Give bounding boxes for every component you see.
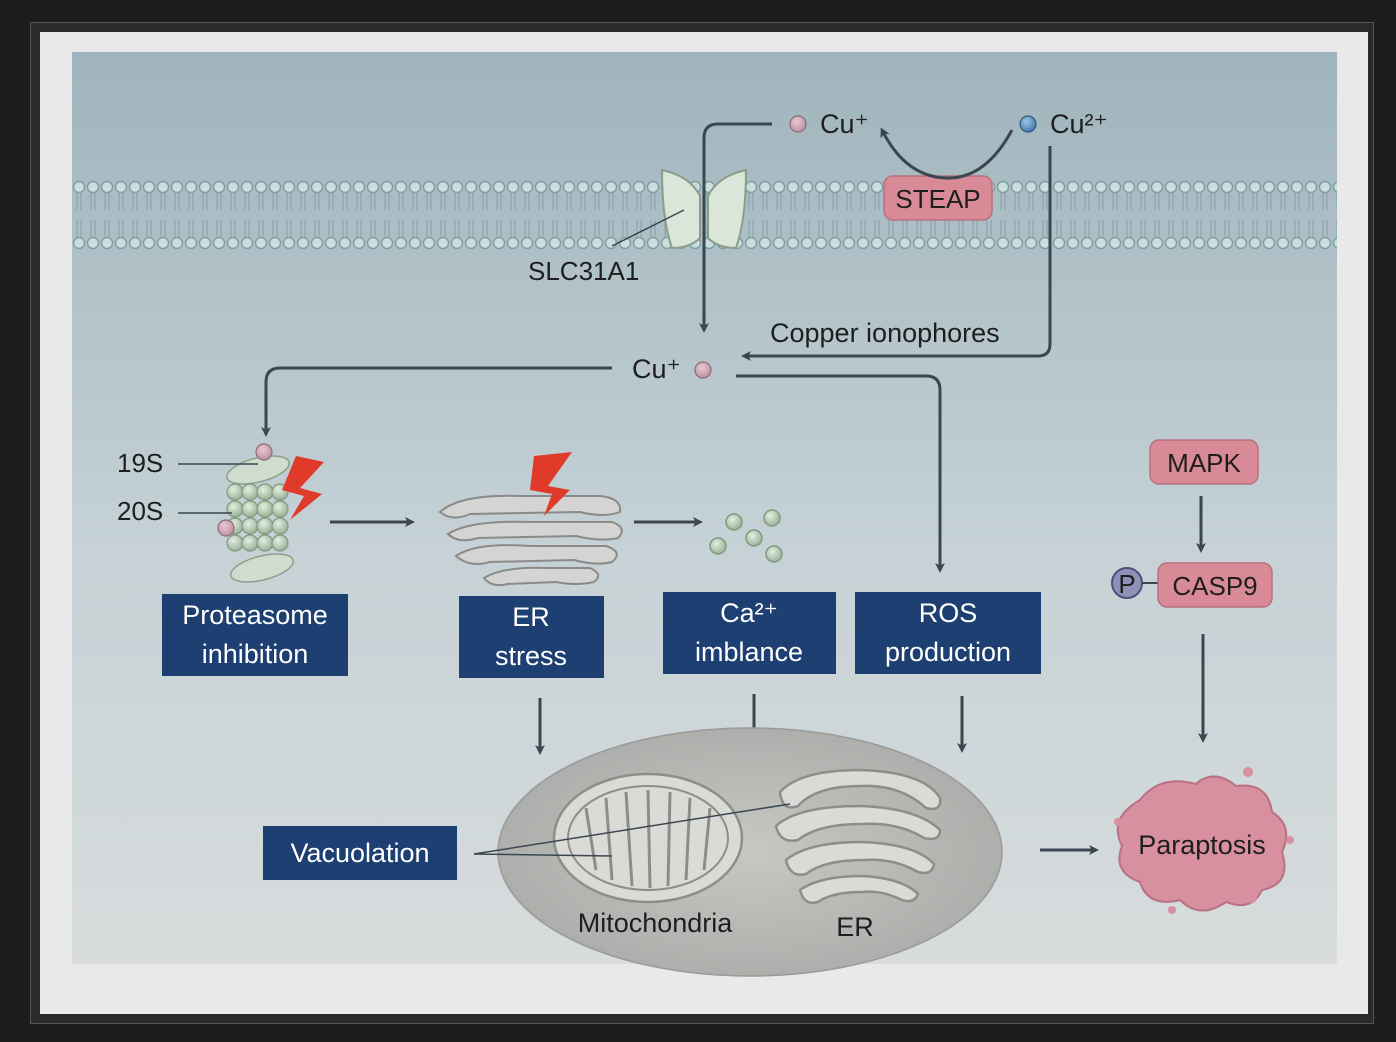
- cu-import-arrow: [699, 122, 772, 333]
- casp9-label: CASP9: [1172, 571, 1257, 601]
- cu-2plus-outside-label: Cu²⁺: [1050, 109, 1108, 139]
- proteasome-20s-label: 20S: [117, 496, 163, 526]
- ros-production-line1: ROS: [919, 598, 978, 628]
- inhibition-bolt-icon: [282, 456, 324, 520]
- cu-to-ros-arrow: [736, 374, 945, 573]
- slc31a1-pointer: [611, 209, 685, 247]
- cu-plus-outside-label: Cu⁺: [820, 109, 869, 139]
- proteasome-inhibition-line2: inhibition: [202, 639, 309, 669]
- er-label: ER: [836, 912, 874, 942]
- paraptosis-label: Paraptosis: [1138, 830, 1266, 860]
- mitochondria-label: Mitochondria: [578, 908, 734, 938]
- calcium-imbalance-line2: imblance: [695, 637, 803, 667]
- mapk-label: MAPK: [1167, 448, 1241, 478]
- cu-plus-inside-label: Cu⁺: [632, 354, 681, 384]
- vacuolation-pointer-mito: [473, 853, 613, 857]
- slc31a1-label: SLC31A1: [528, 256, 639, 286]
- calcium-ions-icon: [709, 509, 783, 563]
- casp9-box: [1157, 562, 1273, 608]
- proteasome-icon: [217, 443, 294, 583]
- proteasome-inhibition-line1: Proteasome: [182, 600, 328, 630]
- vacuolation-label: Vacuolation: [290, 838, 429, 868]
- cu-plus-ion-icon: [789, 115, 807, 133]
- calcium-imbalance-line1: Ca²⁺: [720, 598, 778, 628]
- steap-reduction-arrow: [880, 127, 1014, 180]
- phospho-label: P: [1118, 569, 1135, 599]
- er-icon: [438, 494, 623, 587]
- vacuolation-pointer-er: [473, 803, 791, 855]
- calcium-imbalance-box: [663, 592, 836, 674]
- paraptosis-cell-icon: [1114, 767, 1294, 914]
- proteasome-inhibition-box: [162, 594, 348, 676]
- er-stress-line2: stress: [495, 641, 567, 671]
- mapk-box: [1149, 439, 1259, 485]
- proteasome-19s-label: 19S: [117, 448, 163, 478]
- copper-ionophores-label: Copper ionophores: [770, 318, 1000, 348]
- slc31a1-channel: [660, 168, 748, 250]
- ros-production-line2: production: [885, 637, 1011, 667]
- ros-production-box: [855, 592, 1041, 674]
- cu-plus-inside-icon: [694, 361, 712, 379]
- cu-to-proteasome-arrow: [261, 366, 612, 437]
- mitochondria-icon: [552, 772, 744, 904]
- er-vacuolated-icon: [774, 768, 942, 904]
- ionophore-arrow: [741, 146, 1052, 361]
- er-stress-box: [459, 596, 604, 678]
- er-stress-bolt-icon: [530, 452, 572, 516]
- er-stress-line1: ER: [512, 602, 550, 632]
- vacuolation-box: [263, 826, 457, 880]
- cu-2plus-ion-icon: [1019, 115, 1037, 133]
- steap-label: STEAP: [895, 184, 980, 214]
